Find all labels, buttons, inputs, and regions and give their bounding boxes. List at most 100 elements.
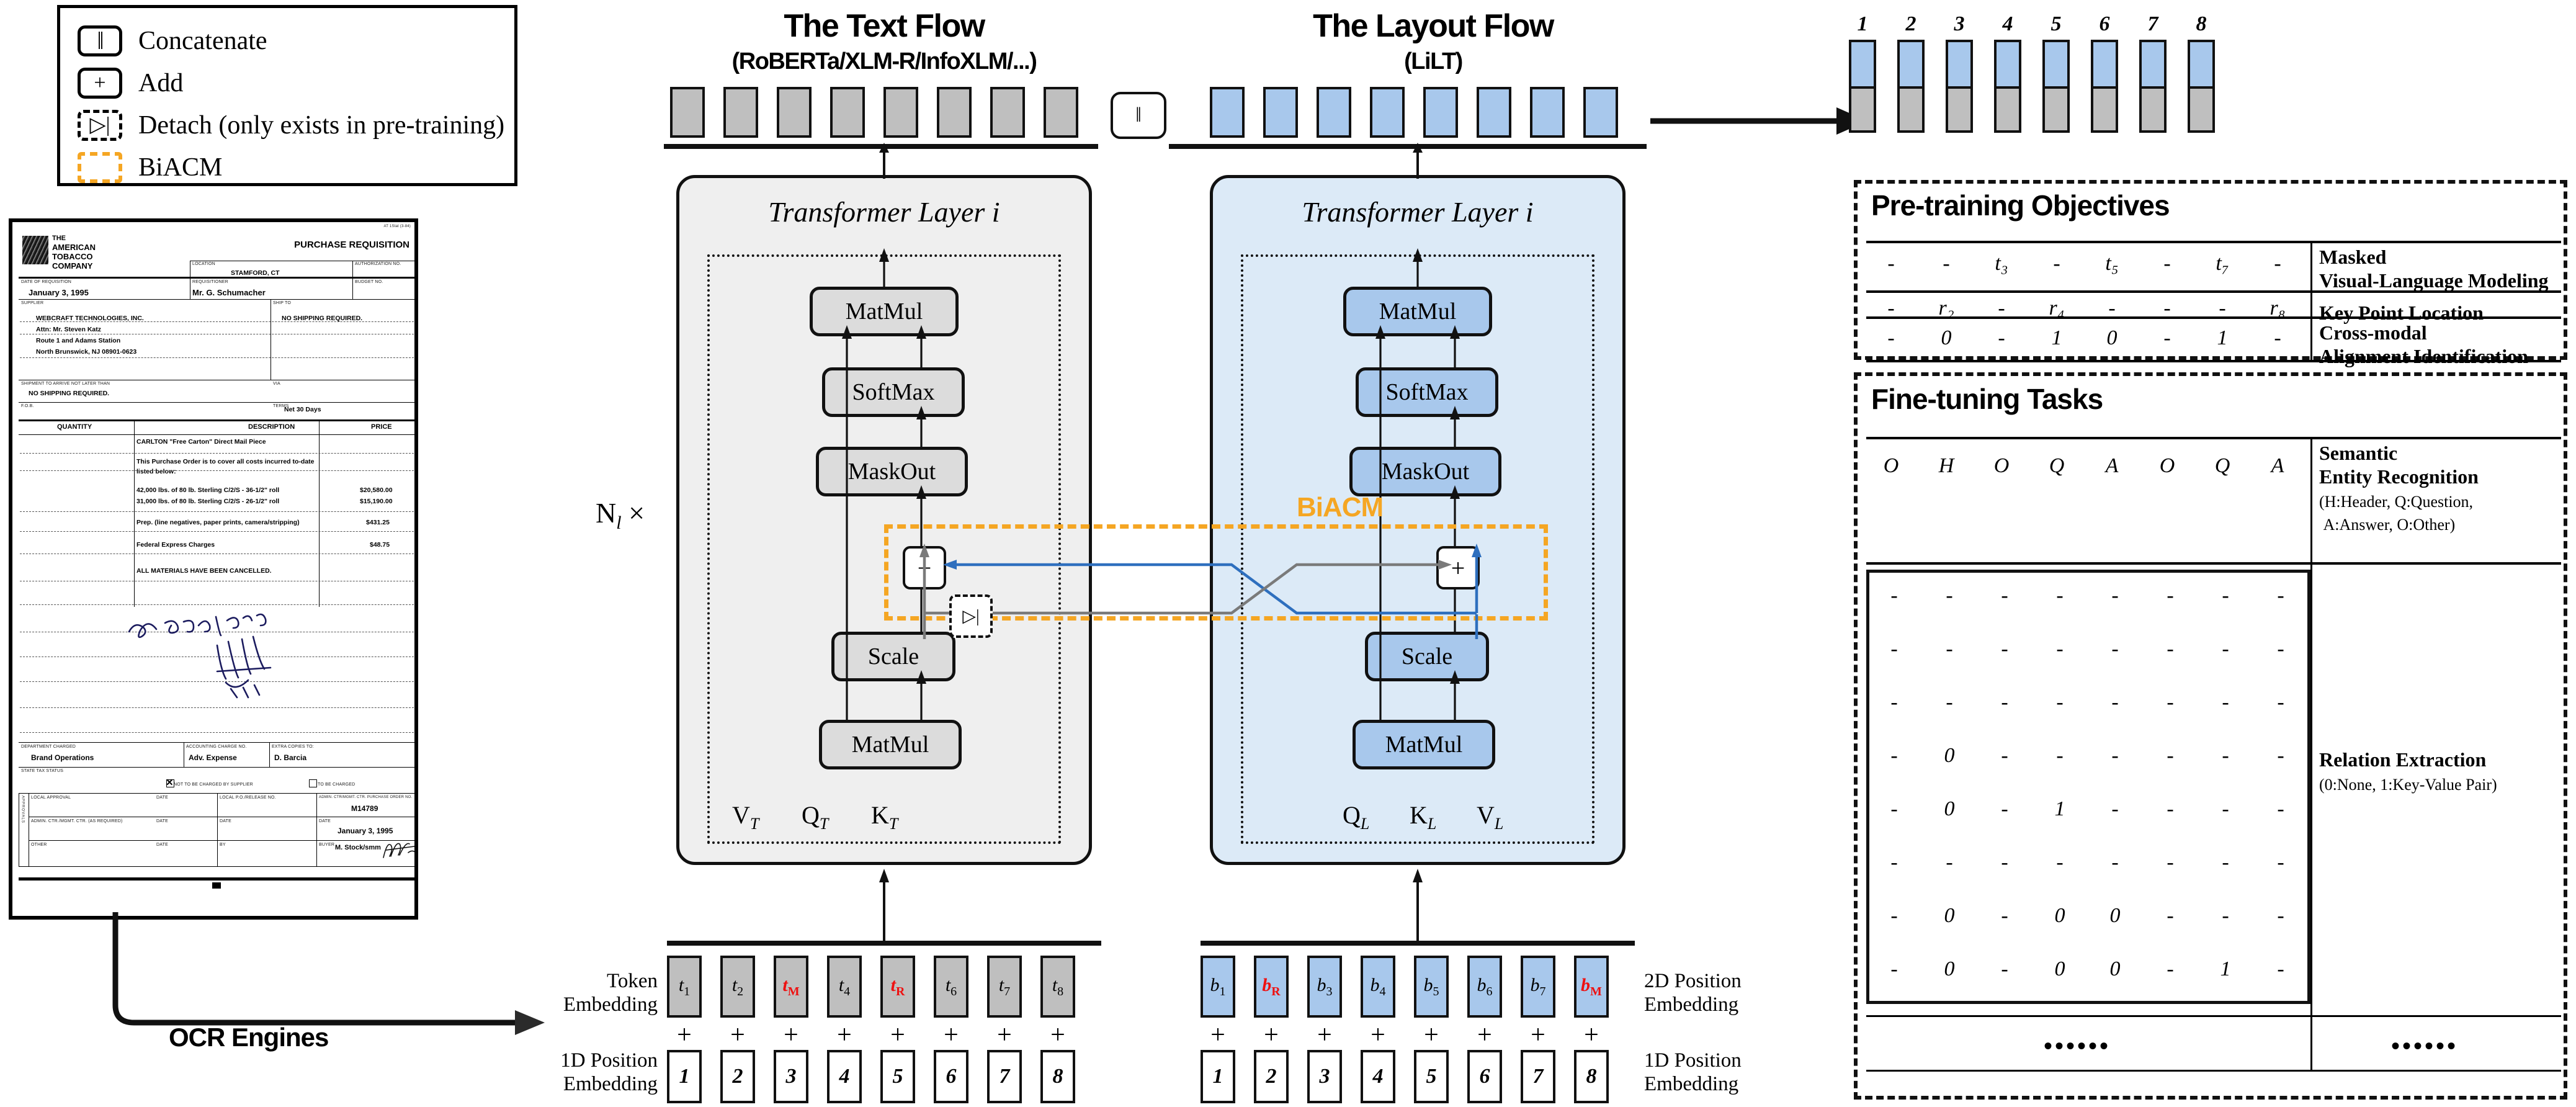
biacm-crossing-lines xyxy=(919,544,1482,639)
re-cell-r4-c6: - xyxy=(2167,744,2174,767)
text-embedding-token-6: t6 xyxy=(934,956,968,1018)
output-stack-bar-2 xyxy=(1897,40,1925,133)
field-label-supplier: SUPPLIER xyxy=(21,301,44,305)
detach-icon: ▷| xyxy=(78,110,122,141)
mvlm-cell-8: - xyxy=(2274,252,2281,275)
repeat-count-label: Nl × xyxy=(596,496,645,534)
re-cell-r7-c6: - xyxy=(2167,904,2174,927)
re-cell-r2-c3: - xyxy=(2001,637,2008,660)
layout-embedding-position-8: 8 xyxy=(1574,1050,1609,1103)
text-flow-subtitle: (RoBERTa/XLM-R/InfoXLM/...) xyxy=(731,48,1037,74)
layout-output-token-2 xyxy=(1263,87,1298,138)
re-cell-r1-c7: - xyxy=(2222,584,2229,607)
layout-v-label: VL xyxy=(1477,800,1503,833)
text-q-label: QT xyxy=(802,800,828,833)
layout-embedding-token-6: b6 xyxy=(1467,956,1502,1018)
text-embedding-token-label-6: t6 xyxy=(945,974,957,998)
text-q-sub: T xyxy=(819,815,829,833)
footer-label-acct: ACCOUNTING CHARGE NO. xyxy=(186,745,247,749)
text-embedding-token-5: tR xyxy=(880,956,915,1018)
text-op-maskout: MaskOut xyxy=(816,447,968,496)
output-stack-number-3: 3 xyxy=(1954,12,1965,35)
output-stack-bar-5 xyxy=(2042,40,2070,133)
text-op-matmul-top: MatMul xyxy=(810,287,959,336)
text-embedding-token-label-3: tM xyxy=(782,974,800,998)
cmai-cell-4: 1 xyxy=(2051,326,2062,349)
supplier-line-3: Route 1 and Adams Station xyxy=(36,337,121,344)
approval-row-label-3: OTHER xyxy=(31,843,47,847)
text-embedding-plus-5: + xyxy=(890,1021,905,1049)
layout-output-token-3 xyxy=(1317,87,1351,138)
footer-value-acct: Adv. Expense xyxy=(189,753,237,762)
text-op-matmul-bottom: MatMul xyxy=(819,720,962,769)
layout-embedding-position-3: 3 xyxy=(1307,1050,1342,1103)
company-line-4: COMPANY xyxy=(52,261,93,271)
text-embedding-token-label-8: t8 xyxy=(1052,974,1064,998)
re-cell-r4-c5: - xyxy=(2111,744,2119,767)
ser-cell-3: O xyxy=(1993,454,2010,477)
tax-checkbox-2[interactable] xyxy=(309,779,317,787)
layout-embedding-token-label-8: bM xyxy=(1581,974,1602,998)
line-item-price-6: $431.25 xyxy=(366,519,390,526)
re-cell-r8-c2: 0 xyxy=(1944,957,1955,980)
layout-embedding-plus-3: + xyxy=(1317,1021,1332,1049)
tax-checkbox-1[interactable] xyxy=(166,779,174,787)
footer-value-dept: Brand Operations xyxy=(31,753,94,762)
supplier-line-1: WEBCRAFT TECHNOLOGIES, INC. xyxy=(36,315,144,322)
layout-embedding-position-1: 1 xyxy=(1201,1050,1235,1103)
legend-item-add: + Add xyxy=(78,63,514,104)
layout-transformer-title: Transformer Layer i xyxy=(1302,196,1534,228)
re-cell-r6-c6: - xyxy=(2167,851,2174,874)
layout-output-token-4 xyxy=(1370,87,1405,138)
text-embedding-token-7: t7 xyxy=(987,956,1022,1018)
re-cell-r3-c2: - xyxy=(1946,691,1953,714)
cmai-cell-1: - xyxy=(1887,326,1895,349)
ser-cell-7: Q xyxy=(2214,454,2230,477)
ser-note: (H:Header, Q:Question, A:Answer, O:Other… xyxy=(2319,492,2474,534)
re-cell-r8-c4: 0 xyxy=(2054,957,2065,980)
layout-output-token-7 xyxy=(1530,87,1565,138)
signature-icon xyxy=(383,843,414,858)
pretraining-title: Pre-training Objectives xyxy=(1871,189,2170,222)
layout-embedding-token-1: b1 xyxy=(1201,956,1235,1018)
field-value-date-req: January 3, 1995 xyxy=(29,288,89,297)
re-cell-r1-c5: - xyxy=(2111,584,2119,607)
kpl-cell-3: - xyxy=(1998,297,2005,320)
layout-embedding-position-label-6: 6 xyxy=(1479,1065,1490,1088)
layout-q-sub: L xyxy=(1360,815,1370,833)
text-transformer-title: Transformer Layer i xyxy=(768,196,1000,228)
line-item-desc-5: 31,000 lbs. of 80 lb. Sterling C/2/S - 2… xyxy=(136,498,280,505)
approval-row-date-3: DATE xyxy=(156,843,168,847)
output-bar-text-part-5 xyxy=(2045,86,2067,130)
mvlm-cell-3: t₃ xyxy=(1995,252,2008,275)
line-item-desc-1: CARLTON "Free Carton" Direct Mail Piece xyxy=(136,438,266,446)
layout-input-arrow xyxy=(1413,869,1423,942)
field-value-shipto: NO SHIPPING REQUIRED. xyxy=(282,315,363,322)
text-flow-bus-bar xyxy=(664,144,1098,149)
relation-extraction-matrix-box: -------------------------0-------0-1----… xyxy=(1866,570,2310,1004)
cmai-cell-3: - xyxy=(1998,326,2005,349)
layout-embedding-plus-1: + xyxy=(1210,1021,1225,1049)
pretraining-desc-2: Key Point Location xyxy=(2319,302,2484,324)
re-cell-r2-c7: - xyxy=(2222,637,2229,660)
layout-embedding-plus-7: + xyxy=(1531,1021,1545,1049)
re-cell-r4-c7: - xyxy=(2222,744,2229,767)
text-q-base: Q xyxy=(802,801,820,829)
re-cell-r3-c6: - xyxy=(2167,691,2174,714)
re-cell-r3-c8: - xyxy=(2277,691,2284,714)
re-cell-r8-c5: 0 xyxy=(2109,957,2121,980)
text-input-arrow xyxy=(879,869,889,942)
finetuning-title: Fine-tuning Tasks xyxy=(1871,383,2103,415)
kpl-cell-8: r₈ xyxy=(2270,297,2286,320)
output-bar-layout-part-7 xyxy=(2142,42,2164,86)
text-embedding-position-4: 4 xyxy=(827,1050,862,1103)
text-v-sub: T xyxy=(749,815,759,833)
layout-flow-title: The Layout Flow xyxy=(1313,8,1554,44)
text-output-token-7 xyxy=(990,87,1025,138)
field-label-ship-arrive: SHIPMENT TO ARRIVE NOT LATER THAN xyxy=(21,382,110,386)
